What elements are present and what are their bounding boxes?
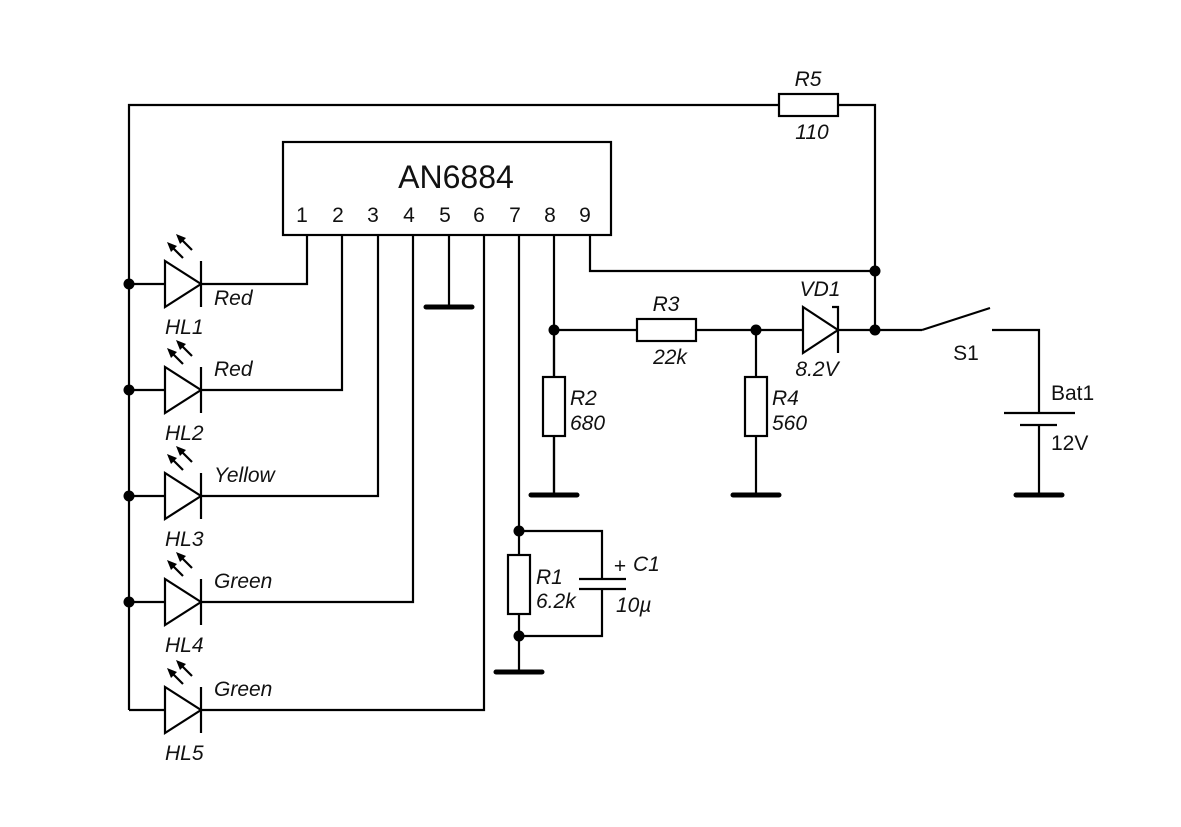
pin-wires [202,235,875,712]
led-ref: HL5 [165,742,204,765]
resistor-r4: R4 560 [730,330,807,498]
resistor-r1: R1 6.2k [506,553,577,616]
ic-pin-7: 7 [509,204,521,227]
ic-pin-5: 5 [439,204,451,227]
ic-pin-4: 4 [403,204,415,227]
ic-pin-9: 9 [579,204,591,227]
middle-rail [548,265,922,336]
battery-bat1: Bat1 12V [1004,382,1094,498]
led-ref: HL2 [165,422,204,445]
ic-pin-1: 1 [296,204,308,227]
led-hl3: Yellow HL3 [129,446,277,551]
r1-body [506,553,532,616]
led-color: Green [214,678,272,701]
ic-pin-6: 6 [473,204,485,227]
led-hl4: Green HL4 [129,552,272,657]
r3-ref: R3 [653,293,680,316]
junction-dot [123,596,135,608]
wire-left-rail [127,103,779,710]
s1-ref: S1 [953,342,979,365]
led-color: Green [214,570,272,593]
ic-an6884: AN6884 1 2 3 4 5 6 7 8 9 [281,140,613,237]
r5-value: 110 [795,121,829,144]
r4-value: 560 [772,412,807,435]
junction-dot [513,630,525,642]
led-triangle [163,258,204,310]
r1-ref: R1 [536,566,563,589]
top-rail [127,103,877,710]
led-ref: HL3 [165,528,204,551]
junction-dot [869,265,881,277]
r3-body [635,317,698,343]
led-hl1: Red HL1 [129,234,254,339]
led-ref: HL4 [165,634,204,657]
left-rail-junctions [123,278,135,608]
ic-pin-2: 2 [332,204,344,227]
vd1-ref: VD1 [800,278,841,301]
wire [519,589,604,638]
light-arrows-icon [167,234,193,259]
vd1-value: 8.2V [795,358,840,381]
r5-body [777,92,840,118]
light-arrows-icon [167,552,193,577]
wire [519,529,604,579]
junction-dot [869,324,881,336]
wire-pin1 [202,235,309,286]
bat1-value: 12V [1051,432,1088,455]
zener-vd1: VD1 8.2V [795,278,840,381]
ic-pin-8: 8 [544,204,556,227]
led-ref: HL1 [165,316,204,339]
r4-ref: R4 [772,387,799,410]
wire-pin2 [202,235,344,392]
led-color: Red [214,358,254,381]
r3-value: 22k [652,346,688,369]
wire-pin4 [202,235,415,604]
led-color: Red [214,287,254,310]
ic-pin-3: 3 [367,204,379,227]
wire [992,328,1041,413]
resistor-r2: R2 680 [528,330,605,498]
wire-pin3 [202,235,380,498]
r5-ref: R5 [795,68,822,91]
bat1-ref: Bat1 [1051,382,1094,405]
capacitor-c1: + C1 10µ [579,553,660,617]
switch-lever [921,306,991,332]
wire-right-rail [838,103,877,330]
zener-bar [832,305,840,353]
led-triangle [163,364,204,416]
light-arrows-icon [167,340,193,365]
r2-ref: R2 [570,387,597,410]
r4-body [743,375,769,438]
junction-dot [513,525,525,537]
c1-polarity: + [614,555,626,578]
wire-pin6 [202,235,486,712]
led-triangle [163,576,204,628]
led-triangle [163,470,204,522]
led-array: Red HL1 Red HL2 [129,234,277,765]
light-arrows-icon [167,660,193,685]
zener-triangle [801,304,841,356]
junction-dot [123,490,135,502]
resistor-r5: R5 110 [777,68,840,144]
junction-dot [123,384,135,396]
ic-name: AN6884 [398,159,514,195]
led-triangle [163,684,204,736]
c1-value: 10µ [616,594,651,617]
r2-value: 680 [570,412,605,435]
light-arrows-icon [167,446,193,471]
ic-body [281,140,613,237]
wire-pin9 [588,235,875,273]
r1-value: 6.2k [536,590,577,613]
switch-s1: S1 [921,306,1041,413]
led-hl5: Green HL5 [129,660,272,765]
c1-ref: C1 [633,553,660,576]
led-color: Yellow [214,464,277,487]
r2-body [541,375,567,438]
junction-dot [123,278,135,290]
rc-network [493,525,604,675]
led-hl2: Red HL2 [129,340,254,445]
resistor-r3: R3 22k [635,293,698,369]
